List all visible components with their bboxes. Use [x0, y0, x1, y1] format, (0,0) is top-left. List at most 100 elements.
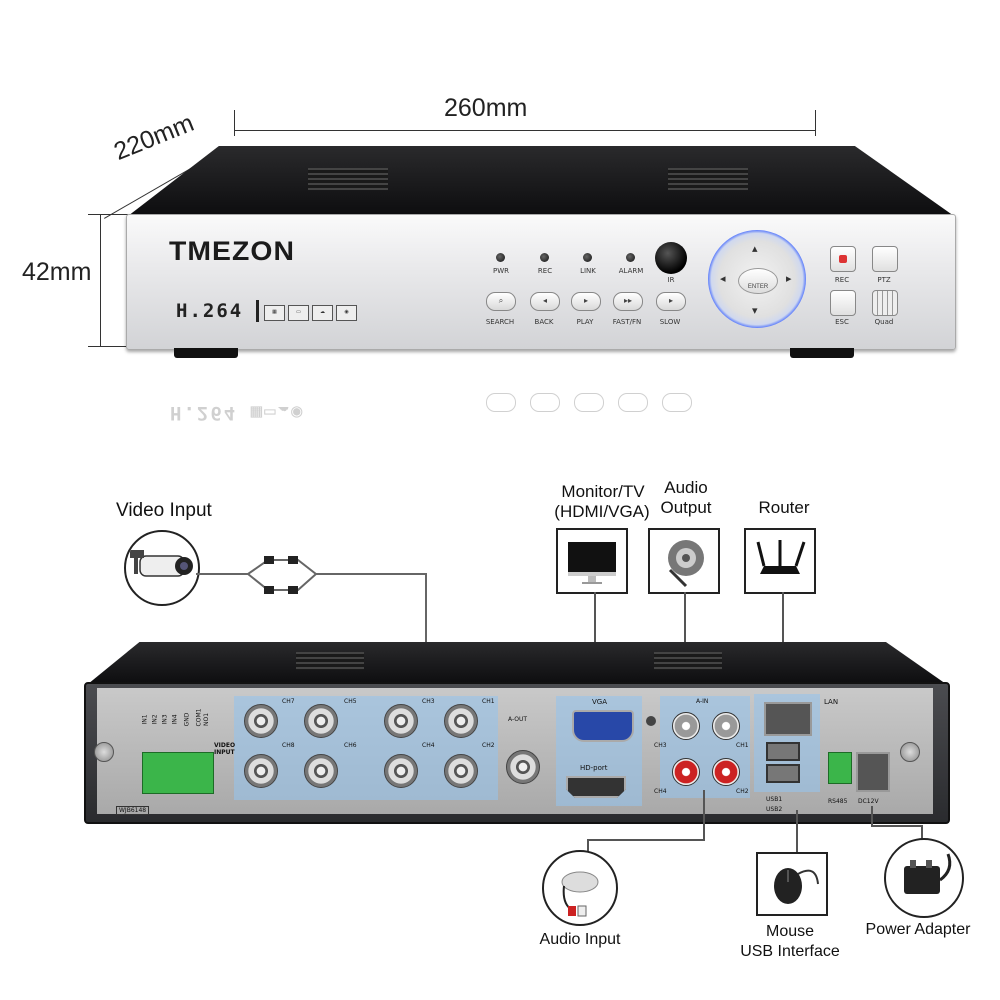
bnc-ch8[interactable] [244, 754, 278, 788]
reset-button[interactable] [646, 716, 656, 726]
vga-label: VGA [592, 698, 608, 706]
usb-port-2[interactable] [766, 764, 800, 783]
hdmi-port[interactable] [566, 776, 626, 798]
width-label: 260mm [444, 94, 528, 122]
quad-label: Quad [874, 318, 894, 326]
router-icon [744, 528, 816, 594]
alarm-led [626, 253, 635, 262]
usb2-label: USB2 [766, 806, 783, 813]
enter-label: ENTER [747, 284, 769, 290]
slow-label: SLOW [659, 318, 681, 326]
rear-top-cover [88, 642, 946, 684]
height-tick-bottom [88, 346, 128, 347]
rs485-terminal[interactable] [828, 752, 852, 784]
width-tick-left [234, 110, 235, 136]
ptz-button[interactable] [872, 246, 898, 272]
hdmi-label: HD-port [580, 764, 608, 772]
dvr-top-cover [128, 146, 954, 216]
monitor-caption-line2: (HDMI/VGA) [554, 502, 650, 521]
router-caption: Router [758, 498, 810, 517]
monitor-caption-line1: Monitor/TV [561, 482, 645, 501]
model-label: WJB6148 [116, 806, 150, 815]
bnc-label-ch4: CH4 [422, 742, 435, 749]
height-tick-top [88, 214, 128, 215]
dial-left-icon[interactable]: ◂ [720, 273, 726, 285]
quad-button[interactable] [872, 290, 898, 316]
alarm-terminal-block[interactable] [142, 752, 214, 794]
bnc-label-ch2: CH2 [482, 742, 495, 749]
fast-fn-label: FAST/FN [612, 318, 642, 326]
lan-label: LAN [824, 698, 839, 706]
panel-reflection: H.264 ▦▭☁◉ [170, 378, 730, 424]
link-label: LINK [580, 267, 596, 275]
codec-label: H.264 [176, 300, 244, 322]
bnc-ch4[interactable] [384, 754, 418, 788]
top-vent-right [668, 168, 748, 190]
speaker-icon [648, 528, 720, 594]
ain-label: A-IN [696, 698, 709, 705]
link-led [583, 253, 592, 262]
rec-led-label: REC [537, 267, 553, 275]
ain-label-ch4: CH4 [654, 788, 667, 795]
rs485-label: RS485 [828, 798, 848, 805]
ain-label-ch1: CH1 [736, 742, 749, 749]
mouse-caption-line2: USB Interface [740, 943, 840, 960]
video-cable [196, 556, 427, 644]
enter-button[interactable]: ENTER [738, 268, 778, 294]
play-button[interactable]: ▸ [571, 292, 601, 311]
codec-divider [256, 300, 259, 322]
bnc-ch6[interactable] [304, 754, 338, 788]
video-input-label: VIDEO INPUT [214, 742, 236, 756]
height-label: 42mm [22, 258, 92, 286]
power-adapter-caption: Power Adapter [865, 921, 971, 938]
usb-port-1[interactable] [766, 742, 800, 761]
pwr-led [496, 253, 505, 262]
rca-ch1[interactable] [712, 712, 740, 740]
bnc-label-ch1: CH1 [482, 698, 495, 705]
dc-label: DC12V [858, 798, 879, 805]
front-foot-left [174, 348, 238, 358]
feature-icon-1: ▦ [264, 305, 285, 321]
bnc-ch2[interactable] [444, 754, 478, 788]
video-input-caption: Video Input [116, 500, 212, 521]
rec-button-label: REC [834, 276, 850, 284]
bnc-ch3[interactable] [384, 704, 418, 738]
rec-button[interactable] [830, 246, 856, 272]
screw-left [94, 742, 114, 762]
terminal-label-gnd: GND [183, 712, 191, 727]
feature-icon-4: ◉ [336, 305, 357, 321]
alarm-label: ALARM [618, 267, 644, 275]
height-line [100, 214, 101, 346]
dial-right-icon[interactable]: ▸ [786, 273, 792, 285]
dc-power-jack[interactable] [856, 752, 890, 792]
top-vent-left [308, 168, 388, 190]
slow-button[interactable]: ▸ [656, 292, 686, 311]
esc-button[interactable] [830, 290, 856, 316]
dial-down-icon[interactable]: ▾ [752, 305, 758, 317]
search-button[interactable]: ⌕ [486, 292, 516, 311]
monitor-icon [556, 528, 628, 594]
rca-ch2[interactable] [712, 758, 740, 786]
mouse-icon [756, 852, 828, 916]
lan-port[interactable] [764, 702, 812, 736]
power-adapter-icon [884, 838, 964, 918]
bnc-ch7[interactable] [244, 704, 278, 738]
depth-label: 220mm [110, 108, 198, 166]
bnc-ch1[interactable] [444, 704, 478, 738]
audio-input-caption: Audio Input [539, 931, 621, 948]
vga-port[interactable] [572, 710, 634, 742]
bnc-ch5[interactable] [304, 704, 338, 738]
ain-label-ch2: CH2 [736, 788, 749, 795]
bnc-label-ch3: CH3 [422, 698, 435, 705]
terminal-label-in3: IN3 [161, 714, 169, 725]
rca-ch4[interactable] [672, 758, 700, 786]
fast-fn-button[interactable]: ▸▸ [613, 292, 643, 311]
audio-out-jack[interactable] [506, 750, 540, 784]
dial-up-icon[interactable]: ▴ [752, 243, 758, 255]
front-foot-right [790, 348, 854, 358]
rca-ch3[interactable] [672, 712, 700, 740]
terminal-label-in4: IN4 [171, 714, 179, 725]
ain-label-ch3: CH3 [654, 742, 667, 749]
back-button[interactable]: ◂ [530, 292, 560, 311]
front-panel [126, 214, 956, 350]
